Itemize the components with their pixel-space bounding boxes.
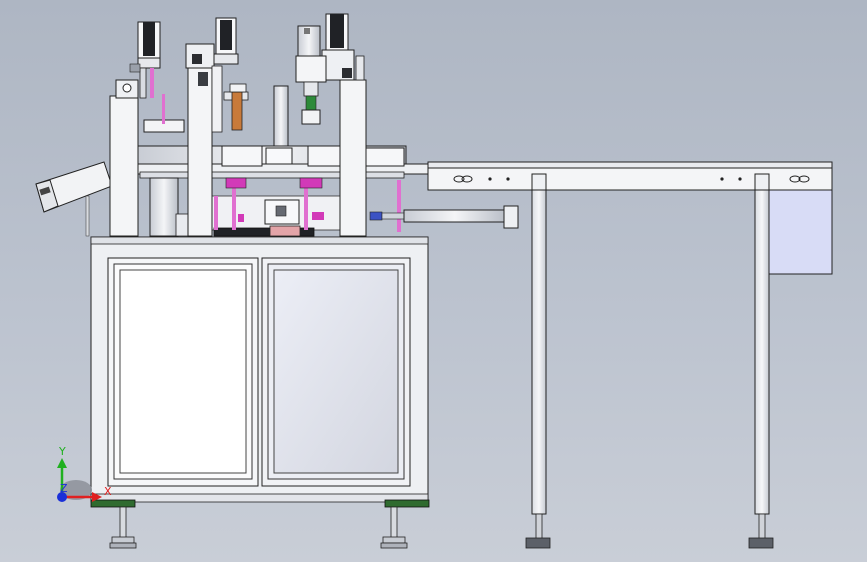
x-axis-arrow	[92, 492, 102, 502]
feed-chute	[35, 161, 113, 237]
station-column-3	[295, 13, 367, 237]
conveyor	[427, 161, 833, 549]
cabinet	[90, 236, 430, 549]
coordinate-triad: X Y Z	[57, 445, 112, 502]
cabinet-door-left	[107, 257, 259, 487]
cabinet-door-right	[261, 257, 411, 487]
cabinet-foot-left	[90, 499, 137, 549]
y-axis-arrow	[57, 458, 67, 468]
cabinet-foot-right	[380, 499, 430, 549]
station-column-1	[109, 21, 165, 237]
x-axis-label: X	[104, 485, 112, 498]
y-axis-label: Y	[58, 445, 66, 458]
station-column-2	[185, 17, 289, 237]
push-cylinder	[369, 205, 519, 229]
z-axis-dot	[57, 492, 67, 502]
z-axis-label: Z	[60, 482, 68, 495]
